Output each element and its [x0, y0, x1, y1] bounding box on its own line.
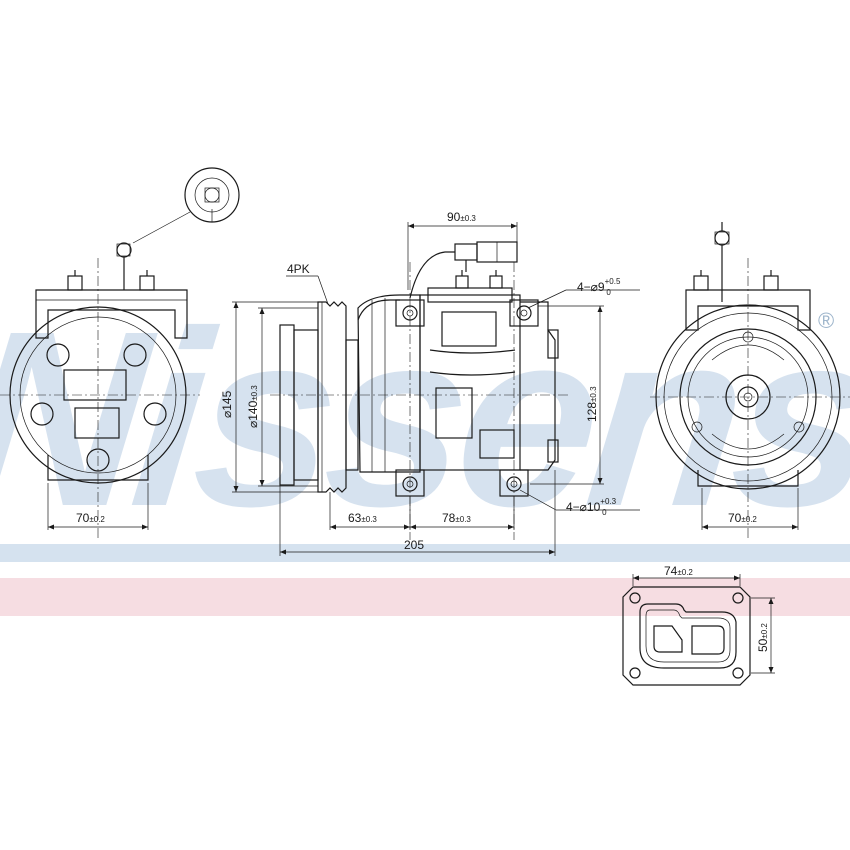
dim-right-width: 70±0.2	[728, 511, 757, 525]
right-end-view	[650, 222, 850, 540]
left-end-view	[0, 167, 240, 540]
dim-connector-width: 90±0.3	[447, 210, 476, 224]
dim-left-width: 70±0.2	[76, 511, 105, 525]
pink-stripe	[0, 578, 850, 616]
dim-body-height: 128±0.3	[585, 386, 599, 422]
dim-flange-width: 74±0.2	[664, 564, 693, 578]
brand-watermark: Nissens	[0, 280, 850, 559]
dim-pulley-offset: 63±0.3	[348, 511, 377, 525]
dim-flange-height: 50±0.2	[756, 623, 770, 652]
blue-stripe	[0, 544, 850, 562]
side-view	[232, 222, 640, 556]
dim-mount-spacing: 78±0.3	[442, 511, 471, 525]
dim-pulley-inner-dia: ⌀140±0.3	[246, 385, 260, 428]
dim-overall-length: 205	[404, 538, 424, 552]
registered-mark: ®	[818, 308, 834, 333]
flange-detail	[622, 574, 775, 686]
dim-pulley-outer-dia: ⌀145	[220, 390, 234, 418]
dim-pulley-type: 4PK	[287, 262, 310, 276]
